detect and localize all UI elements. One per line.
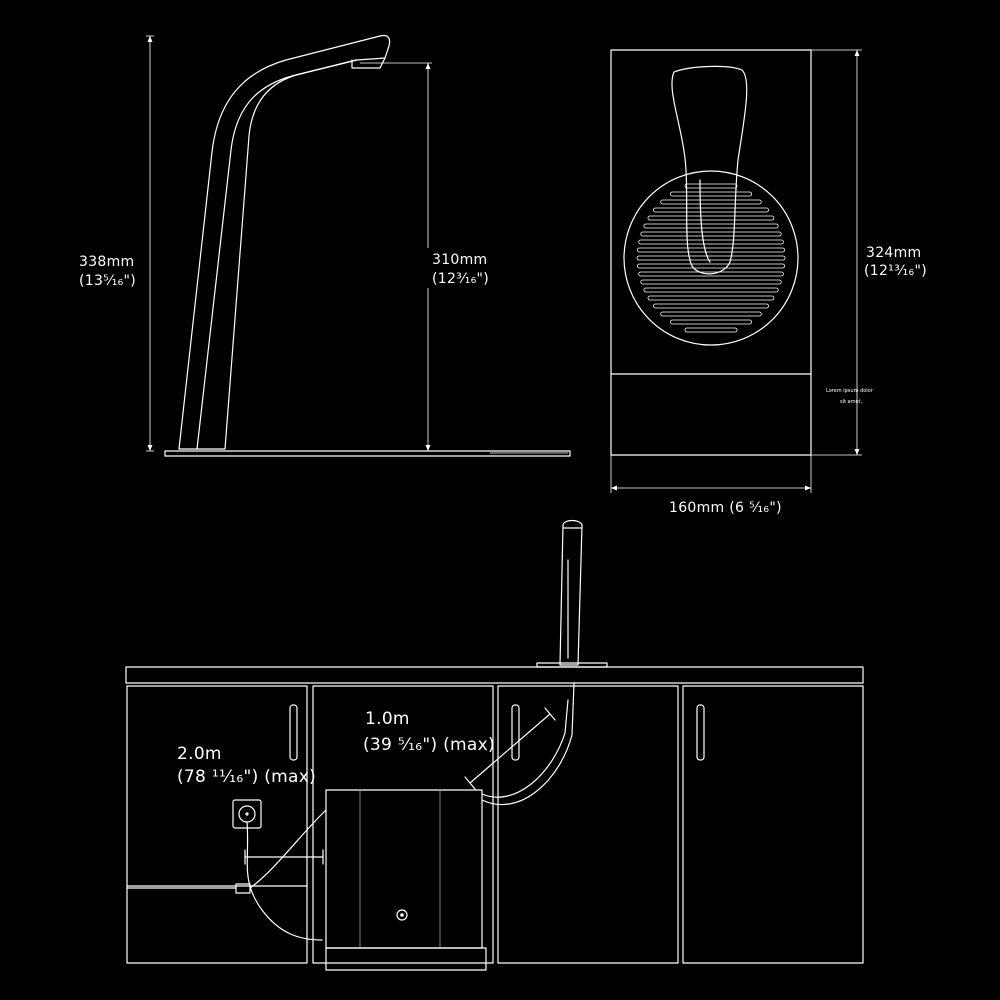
grille-slot bbox=[647, 295, 775, 301]
front-housing bbox=[610, 49, 812, 456]
grille-slot bbox=[637, 247, 786, 253]
dim-label-mask bbox=[78, 250, 138, 290]
front-dim-arrow-down bbox=[854, 449, 860, 455]
grille-slot bbox=[647, 215, 775, 221]
grille-slot bbox=[660, 199, 762, 205]
front-note-line2: sit amet, bbox=[840, 399, 863, 405]
hose-dim-tick-top bbox=[544, 707, 556, 721]
dim-total-height-metric: 338mm bbox=[79, 254, 135, 270]
grille-slot bbox=[638, 271, 784, 277]
power-cable-to-unit bbox=[249, 809, 327, 889]
front-dim-arrow-up bbox=[854, 50, 860, 56]
cabinet-2 bbox=[312, 685, 494, 964]
front-note-line1: Lorem ipsum dolor bbox=[826, 388, 874, 394]
water-hose-inner bbox=[481, 699, 569, 798]
front-height-metric: 324mm bbox=[866, 245, 922, 261]
front-drip-grille bbox=[623, 170, 799, 346]
cabinet-1-handle bbox=[289, 704, 298, 761]
front-width-label: 160mm (6 ⁵⁄₁₆") bbox=[669, 500, 782, 516]
dim-spout-label-mask bbox=[425, 248, 490, 288]
grille-slot bbox=[643, 223, 779, 229]
side-tap-body bbox=[178, 34, 391, 450]
cabinet-4 bbox=[682, 685, 864, 964]
dim-total-height-imperial: (13⁵⁄₁₆") bbox=[79, 273, 136, 289]
dim-spout-arrow-down bbox=[425, 445, 431, 451]
front-tap-inner-line bbox=[699, 179, 711, 263]
boiler-unit bbox=[325, 789, 483, 949]
front-dim-label-mask bbox=[862, 240, 932, 282]
install-countertop bbox=[125, 666, 864, 684]
water-hose bbox=[481, 682, 575, 806]
power-cable-plug-head bbox=[235, 883, 251, 894]
front-width-arrow-left bbox=[611, 485, 617, 491]
dim-spout-arrow-up bbox=[425, 63, 431, 69]
grille-slot bbox=[643, 287, 779, 293]
install-view: 2.0m (78 ¹¹⁄₁₆") (max) 1.0m (39 ⁵⁄₁₆") (… bbox=[125, 519, 864, 971]
hose-length-label: 1.0m bbox=[365, 709, 410, 729]
grille-slot bbox=[638, 239, 784, 245]
grille-slot bbox=[640, 279, 782, 285]
grille-slot bbox=[653, 207, 769, 213]
wall-socket-hole bbox=[245, 812, 249, 816]
side-base-plate bbox=[164, 450, 571, 457]
front-height-imperial: (12¹³⁄₁₆") bbox=[864, 263, 927, 279]
boiler-power-dot bbox=[400, 913, 404, 917]
front-view: 324mm (12¹³⁄₁₆") Lorem ipsum dolor sit a… bbox=[610, 49, 932, 516]
boiler-power-button bbox=[396, 909, 408, 921]
hose-dim-line bbox=[469, 713, 551, 784]
cabinet-4-handle bbox=[696, 704, 705, 761]
grille-slot bbox=[684, 183, 738, 189]
side-tap-inner-line bbox=[196, 59, 357, 450]
power-cable bbox=[246, 821, 323, 941]
front-tap-body bbox=[671, 65, 748, 275]
front-grille-slots bbox=[636, 183, 786, 333]
front-width-arrow-right bbox=[805, 485, 811, 491]
grille-slot bbox=[670, 191, 753, 197]
dim-arrow-down bbox=[147, 445, 153, 451]
hose-length-imperial: (39 ⁵⁄₁₆") (max) bbox=[363, 735, 495, 755]
cabinet-1 bbox=[126, 685, 308, 964]
dim-spout-height-metric: 310mm bbox=[432, 252, 488, 268]
grille-slot bbox=[684, 327, 738, 333]
install-tap bbox=[559, 519, 583, 666]
cable-length-label: 2.0m bbox=[177, 744, 222, 764]
grille-slot bbox=[640, 231, 782, 237]
cabinet-3-handle bbox=[511, 704, 520, 761]
hose-dim-tick-bottom bbox=[464, 776, 476, 790]
cabinet-3 bbox=[497, 685, 679, 964]
grille-slot bbox=[637, 263, 786, 269]
dim-spout-height-imperial: (12³⁄₁₆") bbox=[432, 271, 489, 287]
grille-slot bbox=[636, 255, 786, 261]
side-view: 338mm (13⁵⁄₁₆") 310mm (12³⁄₁₆") bbox=[78, 34, 571, 457]
grille-slot bbox=[660, 311, 762, 317]
cable-length-imperial: (78 ¹¹⁄₁₆") (max) bbox=[177, 767, 316, 787]
boiler-base bbox=[325, 947, 487, 971]
dim-arrow-up bbox=[147, 36, 153, 42]
grille-slot bbox=[653, 303, 769, 309]
grille-slot bbox=[670, 319, 753, 325]
